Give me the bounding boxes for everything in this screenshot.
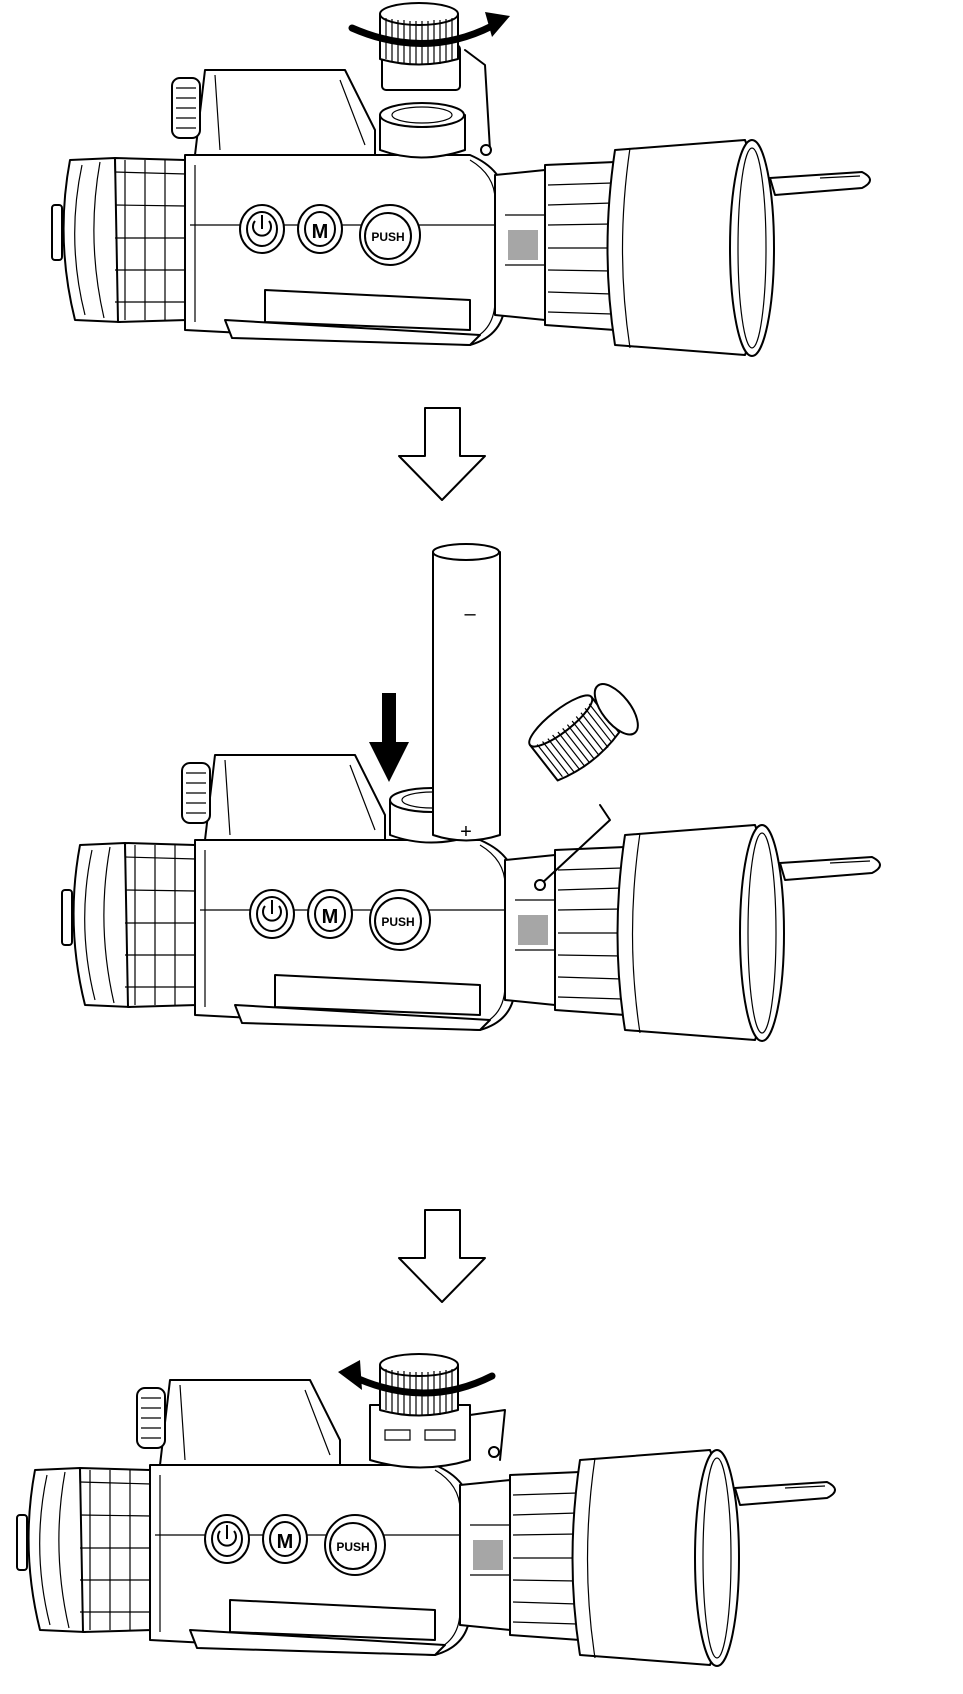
down-outline-arrow-icon	[398, 407, 486, 501]
power-icon	[252, 215, 272, 237]
mode-button-label: M	[277, 1531, 294, 1553]
step-3-screw-cap: M PUSH	[16, 1353, 836, 1667]
down-outline-arrow-icon	[398, 1209, 486, 1303]
mode-button-label: M	[312, 221, 329, 243]
mode-button-label: M	[322, 906, 339, 928]
battery-positive-sign: +	[460, 821, 472, 843]
removed-cap	[522, 683, 639, 891]
push-button-label: PUSH	[371, 230, 404, 244]
battery-negative-sign: –	[464, 603, 476, 625]
step-1-unscrew-cap: M PUSH	[51, 2, 871, 357]
battery: – +	[432, 543, 501, 843]
push-button-label: PUSH	[381, 915, 414, 929]
clockwise-arrow-icon	[348, 22, 496, 47]
power-icon	[217, 1525, 237, 1547]
down-arrow-icon	[369, 693, 409, 782]
counterclockwise-arrow-icon	[348, 1372, 496, 1397]
step-2-insert-battery: – + M PUSH	[61, 543, 881, 1042]
power-icon	[262, 900, 282, 922]
push-button-label: PUSH	[336, 1540, 369, 1554]
